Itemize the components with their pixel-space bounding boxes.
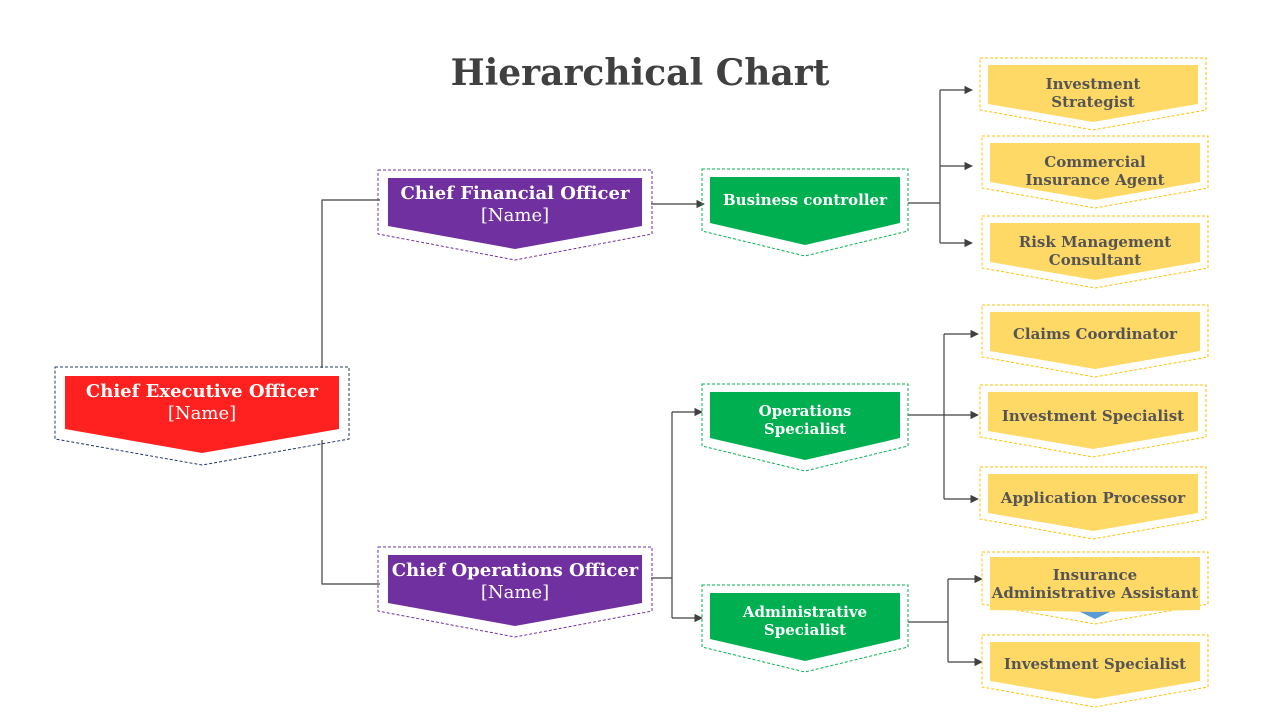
connector-ceo-coo — [321, 440, 380, 585]
staff-label-commercial-insurance-agent: Commercial Insurance Agent — [1025, 153, 1165, 189]
coo-role: Chief Operations Officer — [391, 560, 639, 582]
operations-specialist-node: Operations Specialist — [701, 383, 909, 472]
cfo-name: [Name] — [480, 205, 550, 226]
connector-coo-branch — [651, 412, 673, 618]
ceo-node: Chief Executive Officer [Name] — [54, 366, 350, 466]
staff-node-commercial-insurance-agent: Commercial Insurance Agent — [981, 135, 1209, 209]
cfo-role: Chief Financial Officer — [400, 183, 630, 205]
administrative-specialist-node: Administrative Specialist — [701, 584, 909, 673]
business-controller-label: Business controller — [722, 191, 887, 209]
connector-ceo-cfo — [321, 199, 380, 368]
staff-node-investment-specialist-admin: Investment Specialist — [981, 634, 1209, 708]
staff-label-application-processor: Application Processor — [1000, 489, 1186, 507]
ceo-role: Chief Executive Officer — [85, 380, 319, 402]
staff-node-insurance-administrative-assistant: Insurance Administrative Assistant — [981, 551, 1209, 625]
coo-name: [Name] — [480, 582, 550, 603]
staff-node-claims-coordinator: Claims Coordinator — [981, 304, 1209, 378]
staff-label-claims-coordinator: Claims Coordinator — [1012, 325, 1178, 343]
operations-specialist-label: Operations Specialist — [758, 402, 852, 438]
staff-label-investment-strategist: Investment Strategist — [1045, 75, 1141, 111]
staff-label-risk-management-consultant: Risk Management Consultant — [1018, 233, 1172, 269]
connector-ops-branch — [908, 334, 945, 499]
staff-node-application-processor: Application Processor — [979, 466, 1207, 540]
staff-node-risk-management-consultant: Risk Management Consultant — [981, 215, 1209, 289]
staff-label-investment-specialist-ops: Investment Specialist — [1001, 407, 1185, 425]
connector-admin-branch — [908, 579, 949, 662]
connector-bc-branch — [908, 90, 941, 243]
staff-label-investment-specialist-admin: Investment Specialist — [1003, 655, 1187, 673]
staff-node-investment-strategist: Investment Strategist — [979, 57, 1207, 131]
administrative-specialist-label: Administrative Specialist — [742, 603, 868, 639]
business-controller-node: Business controller — [701, 168, 909, 257]
staff-label-insurance-administrative-assistant: Insurance Administrative Assistant — [991, 566, 1199, 602]
coo-node: Chief Operations Officer [Name] — [377, 546, 653, 638]
staff-node-investment-specialist-ops: Investment Specialist — [979, 384, 1207, 458]
ceo-name: [Name] — [167, 402, 237, 424]
page-title: Hierarchical Chart — [450, 52, 830, 94]
cfo-node: Chief Financial Officer [Name] — [377, 169, 653, 261]
